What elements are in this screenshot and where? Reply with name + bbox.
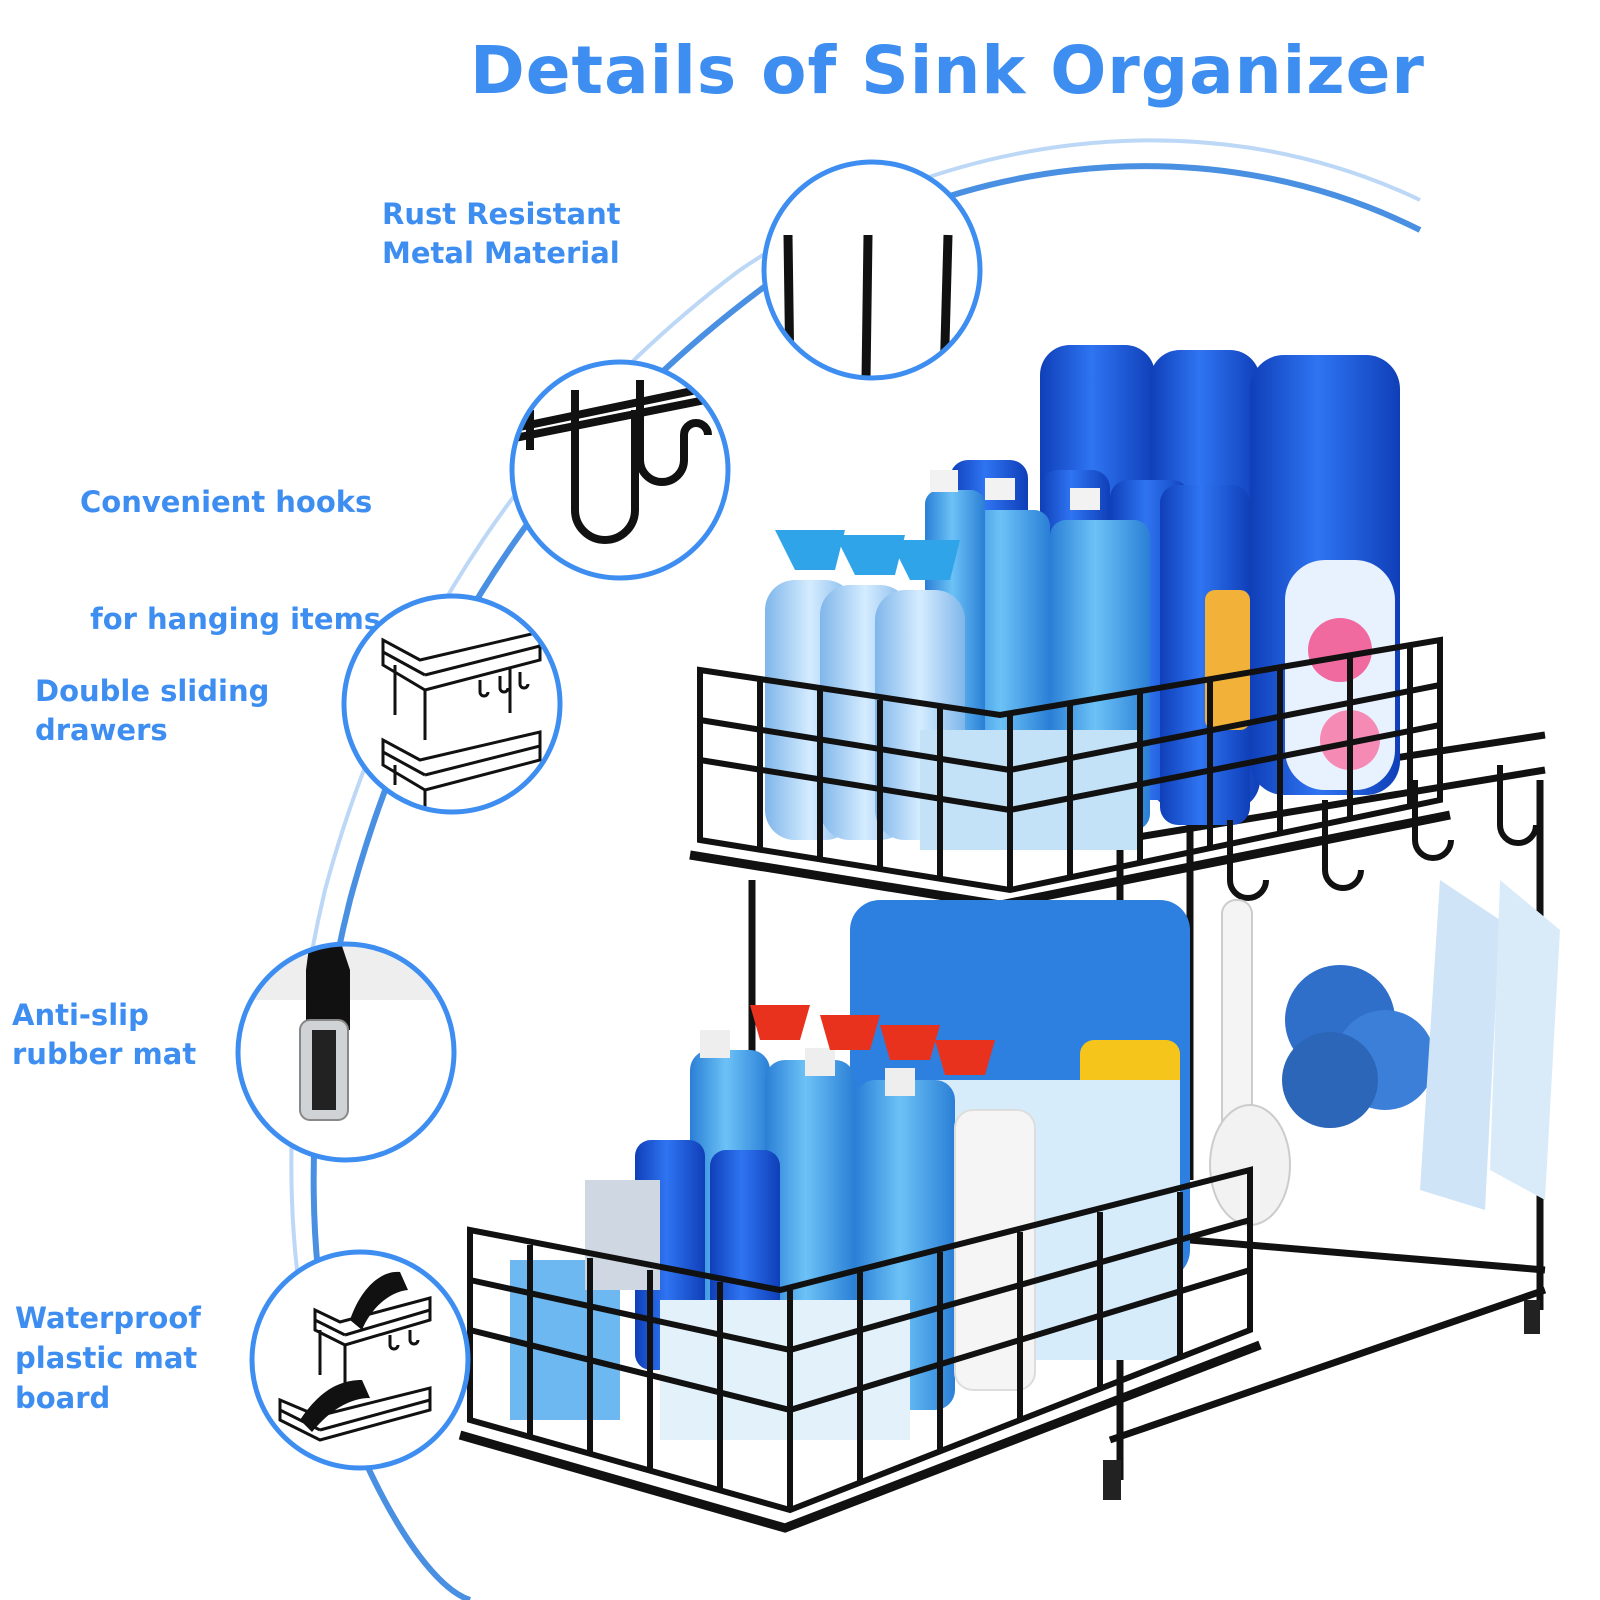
rubber-foot-icon bbox=[235, 941, 457, 1163]
upper-tier-bottles bbox=[765, 345, 1400, 850]
feature-label-line: drawers bbox=[35, 713, 168, 747]
feature-label-line: Convenient hooks bbox=[80, 485, 373, 519]
feature-label-line: Rust Resistant bbox=[382, 197, 621, 231]
feature-label-line: for hanging items bbox=[80, 602, 382, 636]
feature-label-line: Anti-slip bbox=[12, 998, 149, 1032]
page-title: Details of Sink Organizer bbox=[470, 32, 1425, 109]
lower-tier-items bbox=[510, 900, 1190, 1440]
feature-label-anti-slip: Anti-slip rubber mat bbox=[12, 996, 196, 1074]
feature-label-hooks: Convenient hooks for hanging items bbox=[80, 405, 381, 678]
feature-label-drawers: Double sliding drawers bbox=[35, 672, 269, 750]
feature-label-line: Waterproof bbox=[15, 1301, 201, 1335]
feature-label-line: Double sliding bbox=[35, 674, 270, 708]
feature-label-waterproof: Waterproof plastic mat board bbox=[15, 1298, 201, 1418]
feature-label-line: Metal Material bbox=[382, 236, 620, 270]
side-hooks bbox=[1227, 765, 1539, 901]
feature-label-line: rubber mat bbox=[12, 1037, 197, 1071]
feature-label-rust-resistant: Rust Resistant Metal Material bbox=[382, 195, 621, 273]
hooks-icon bbox=[509, 359, 731, 581]
mat-board-icon bbox=[249, 1249, 471, 1471]
metal-bars-icon bbox=[761, 159, 983, 381]
sink-organizer bbox=[458, 345, 1560, 1533]
hanging-accessories bbox=[1209, 880, 1560, 1226]
lower-drawer-basket bbox=[458, 1166, 1262, 1533]
feature-label-line: plastic mat bbox=[15, 1341, 198, 1375]
feature-label-line: board bbox=[15, 1381, 111, 1415]
double-drawer-icon bbox=[341, 593, 563, 815]
